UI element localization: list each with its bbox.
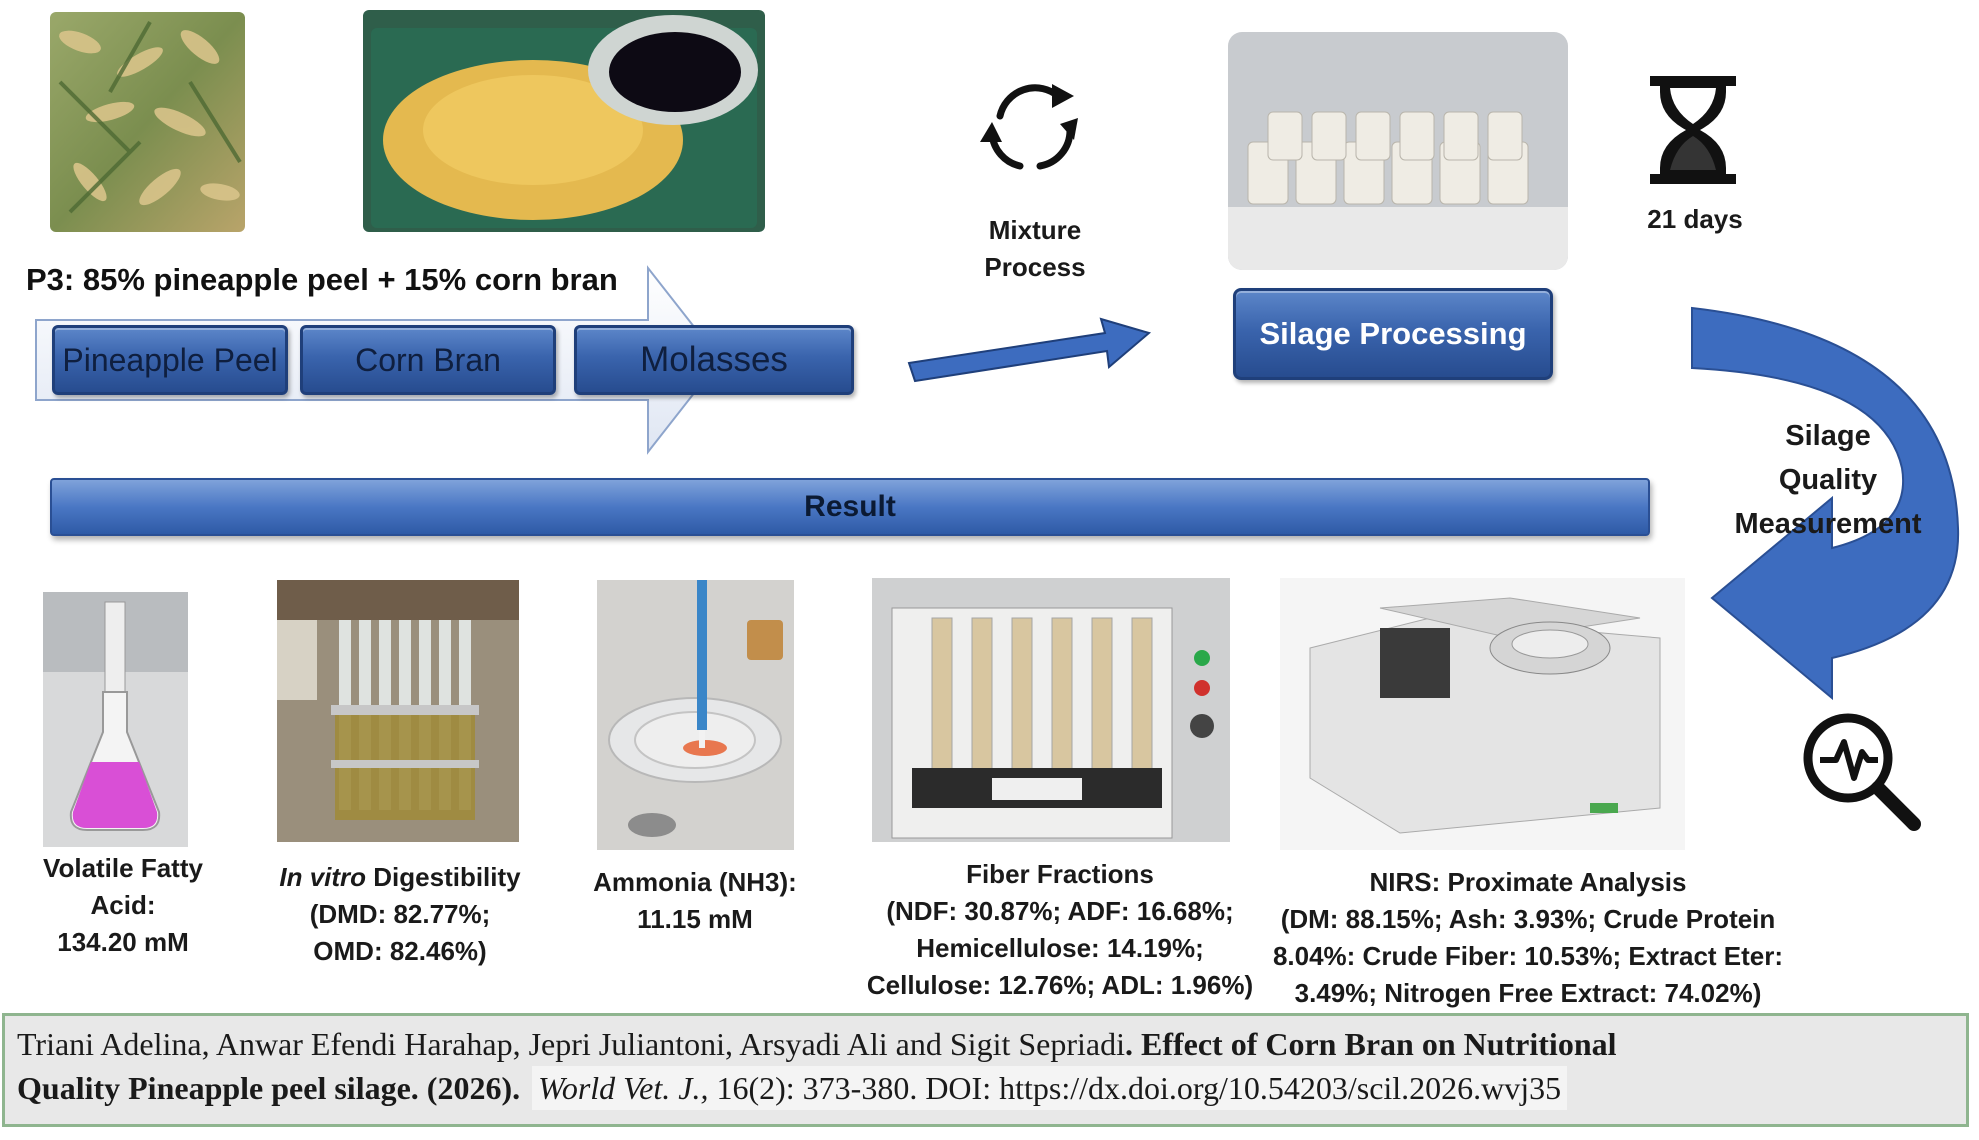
- digestibility-line-3: OMD: 82.46%): [313, 936, 487, 966]
- silage-processing-label: Silage Processing: [1259, 316, 1527, 351]
- quality-line-2: Quality: [1778, 464, 1878, 496]
- ingredient-molasses: Molasses: [574, 325, 854, 395]
- vfa-line-3: 134.20 mM: [57, 927, 189, 957]
- citation-title-part2: Quality Pineapple peel silage. (2026).: [17, 1070, 521, 1106]
- result-bar: Result: [50, 478, 1650, 536]
- mixture-process-label: Mixture Process: [960, 212, 1110, 286]
- digestibility-line-2: (DMD: 82.77%;: [309, 899, 491, 929]
- nirs-line-3: 8.04%: Crude Fiber: 10.53%; Extract Eter…: [1272, 941, 1784, 971]
- citation-journal: World Vet. J.,: [538, 1070, 709, 1106]
- digestibility-title: In vitro Digestibility: [260, 859, 540, 896]
- citation-line-1: Triani Adelina, Anwar Efendi Harahap, Je…: [17, 1022, 1954, 1066]
- result-label: Result: [804, 490, 896, 523]
- citation-journal-block: World Vet. J., 16(2): 373-380. DOI: http…: [532, 1066, 1568, 1110]
- digestibility-tubes-photo: [277, 580, 519, 842]
- nirs-instrument-photo: [1280, 578, 1685, 850]
- ingredient-pineapple-peel: Pineapple Peel: [52, 325, 288, 395]
- citation-details: 16(2): 373-380. DOI: https://dx.doi.org/…: [708, 1070, 1562, 1106]
- pineapple-peel-photo: [50, 12, 245, 232]
- quality-measurement-label: Silage Quality Measurement: [1708, 414, 1948, 546]
- fiber-analyzer-photo: [872, 578, 1230, 842]
- ammonia-pipette-photo: [597, 580, 794, 850]
- nirs-line-1: NIRS: Proximate Analysis: [1369, 867, 1687, 897]
- digestibility-title-rest: Digestibility: [366, 862, 521, 892]
- silage-processing-box: Silage Processing: [1233, 288, 1553, 380]
- duration-label: 21 days: [1647, 204, 1743, 234]
- nirs-line-2: (DM: 88.15%; Ash: 3.93%; Crude Protein: [1280, 904, 1776, 934]
- vfa-caption: Volatile Fatty Acid: 134.20 mM: [28, 850, 218, 961]
- magnifier-waveform-icon: [1803, 713, 1921, 831]
- digestibility-caption: In vitro Digestibility (DMD: 82.77%; OMD…: [260, 859, 540, 970]
- quality-line-1: Silage: [1785, 420, 1871, 452]
- fiber-line-1: Fiber Fractions: [966, 859, 1154, 889]
- ammonia-line-2: 11.15 mM: [637, 904, 753, 934]
- hourglass-icon: [1650, 76, 1736, 184]
- fiber-caption: Fiber Fractions (NDF: 30.87%; ADF: 16.68…: [850, 856, 1270, 1004]
- digestibility-title-italic: In vitro: [279, 862, 367, 892]
- fiber-line-3: Hemicellulose: 14.19%;: [916, 933, 1204, 963]
- quality-line-3: Measurement: [1734, 508, 1922, 540]
- citation-authors: Triani Adelina, Anwar Efendi Harahap, Je…: [17, 1026, 1125, 1062]
- quality-curved-arrow: [1691, 306, 1960, 701]
- ammonia-caption: Ammonia (NH3): 11.15 mM: [570, 864, 820, 938]
- vfa-flask-photo: [43, 592, 188, 847]
- ammonia-line-1: Ammonia (NH3):: [593, 867, 797, 897]
- vfa-line-2: Acid:: [90, 890, 156, 920]
- ingredient-corn-bran: Corn Bran: [300, 325, 556, 395]
- nirs-line-4: 3.49%; Nitrogen Free Extract: 74.02%): [1294, 978, 1762, 1008]
- corn-bran-photo: [363, 10, 765, 232]
- vfa-line-1: Volatile Fatty: [43, 853, 203, 883]
- fiber-line-4: Cellulose: 12.76%; ADL: 1.96%): [866, 970, 1254, 1000]
- mixture-line-2: Process: [984, 252, 1086, 282]
- cycle-arrows-icon: [980, 84, 1078, 170]
- citation-line-2: Quality Pineapple peel silage. (2026). W…: [17, 1066, 1954, 1110]
- nirs-caption: NIRS: Proximate Analysis (DM: 88.15%; As…: [1268, 864, 1788, 1012]
- silage-jars-photo: [1228, 32, 1568, 270]
- fiber-line-2: (NDF: 30.87%; ADF: 16.68%;: [886, 896, 1234, 926]
- ingredient-label: Molasses: [640, 340, 788, 379]
- citation-box: Triani Adelina, Anwar Efendi Harahap, Je…: [2, 1013, 1969, 1127]
- citation-title-part1: . Effect of Corn Bran on Nutritional: [1124, 1026, 1617, 1062]
- mixture-line-1: Mixture: [988, 215, 1082, 245]
- mixture-arrow: [907, 317, 1152, 383]
- formula-label: P3: 85% pineapple peel + 15% corn bran: [26, 262, 618, 297]
- ingredient-label: Corn Bran: [355, 341, 501, 378]
- ingredient-label: Pineapple Peel: [62, 341, 278, 378]
